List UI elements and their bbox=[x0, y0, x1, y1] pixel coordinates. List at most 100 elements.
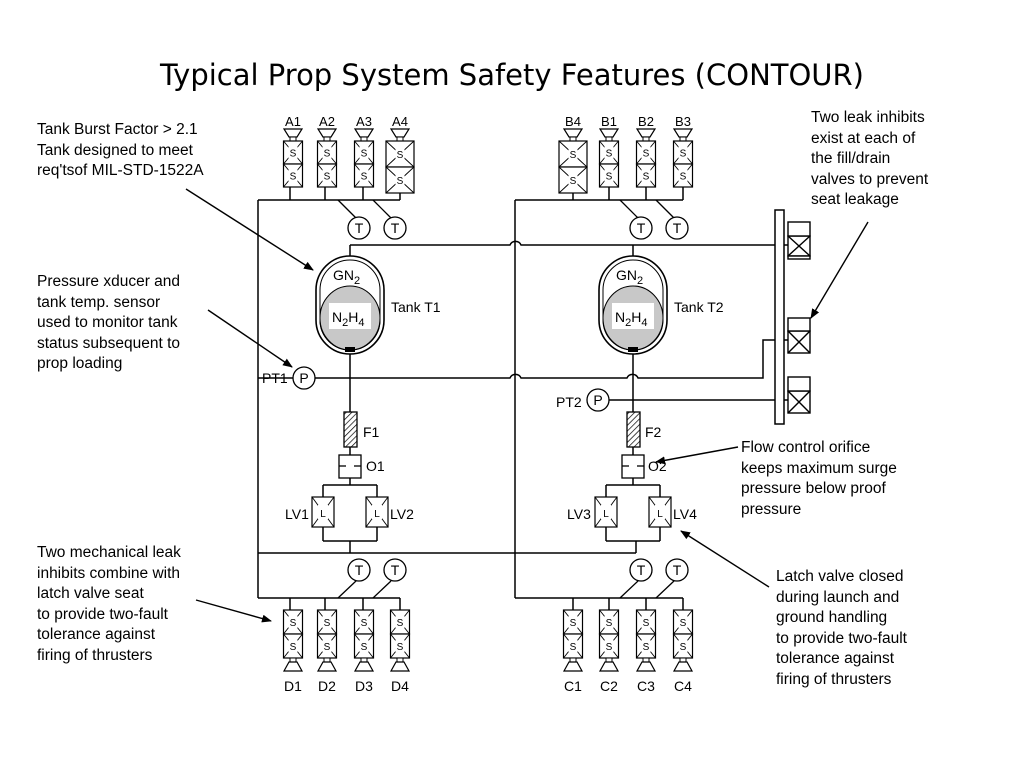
fill-drain-valve-1 bbox=[787, 221, 811, 260]
pt1-glyph: P bbox=[299, 370, 308, 386]
slide-title: Typical Prop System Safety Features (CON… bbox=[159, 58, 864, 92]
valve-glyph: S bbox=[290, 172, 297, 183]
valve-glyph: S bbox=[643, 172, 650, 183]
thruster-label: B2 bbox=[638, 114, 654, 129]
callout-arrows bbox=[185, 188, 869, 623]
valve-glyph: S bbox=[606, 618, 613, 629]
latch-glyph: L bbox=[320, 509, 326, 520]
temp-sensor-label: T bbox=[391, 220, 400, 236]
thruster-label: C2 bbox=[600, 678, 618, 694]
thruster-label: D2 bbox=[318, 678, 336, 694]
orifice-o1-label: O1 bbox=[366, 458, 385, 474]
temp-sensor-labels: T T T T T T T T bbox=[355, 220, 682, 578]
latch-valve-lv4: L bbox=[648, 496, 672, 528]
filter-f1-label: F1 bbox=[363, 424, 380, 440]
thruster-label: C4 bbox=[674, 678, 692, 694]
lv2-label: LV2 bbox=[390, 506, 414, 522]
pt2-glyph: P bbox=[593, 392, 602, 408]
tank-t1 bbox=[315, 255, 385, 355]
temp-sensor-label: T bbox=[355, 220, 364, 236]
valve-glyph: S bbox=[570, 618, 577, 629]
valve-glyph: S bbox=[361, 618, 368, 629]
latch-valve-lv2: L bbox=[365, 496, 389, 528]
thruster-label: B4 bbox=[565, 114, 581, 129]
valve-glyph: S bbox=[324, 618, 331, 629]
valve-glyph: S bbox=[680, 149, 687, 160]
valve-glyph: S bbox=[606, 149, 613, 160]
pt1-label: PT1 bbox=[262, 370, 288, 386]
note-tank-burst: Tank Burst Factor > 2.1 Tank designed to… bbox=[37, 121, 204, 180]
latch-glyph: L bbox=[657, 509, 663, 520]
valve-glyph: S bbox=[643, 618, 650, 629]
thruster-label: D1 bbox=[284, 678, 302, 694]
tank-t2-label: Tank T2 bbox=[674, 299, 724, 315]
thruster-a4: A4S S bbox=[385, 114, 415, 194]
valve-glyph: S bbox=[361, 172, 368, 183]
valve-glyph: S bbox=[680, 172, 687, 183]
latch-glyph: L bbox=[374, 509, 380, 520]
filter-f2-label: F2 bbox=[645, 424, 662, 440]
valve-glyph: S bbox=[290, 642, 297, 653]
pt2-label: PT2 bbox=[556, 394, 582, 410]
valve-glyph: S bbox=[397, 642, 404, 653]
fill-drain-valve-3 bbox=[787, 376, 811, 414]
tank-t1-propellant: N2H4 bbox=[332, 309, 365, 329]
thruster-label: B1 bbox=[601, 114, 617, 129]
plumbing-lines bbox=[257, 187, 780, 610]
note-latch-valve: Latch valve closed during launch and gro… bbox=[776, 568, 907, 688]
arrow-flow-orifice bbox=[655, 446, 739, 465]
fill-drain-valve-2 bbox=[787, 317, 811, 354]
valve-glyph: S bbox=[324, 149, 331, 160]
note-fill-drain: Two leak inhibits exist at each of the f… bbox=[811, 109, 929, 209]
thruster-label: C3 bbox=[637, 678, 655, 694]
valve-glyph: S bbox=[290, 618, 297, 629]
orifice-o1 bbox=[338, 454, 362, 479]
orifice-o2 bbox=[621, 454, 645, 479]
valve-glyph: S bbox=[290, 149, 297, 160]
valve-glyph: S bbox=[361, 149, 368, 160]
thruster-label: D3 bbox=[355, 678, 373, 694]
note-mech-leak: Two mechanical leak inhibits combine wit… bbox=[37, 544, 181, 664]
thruster-label: A4 bbox=[392, 114, 408, 129]
valve-glyph: S bbox=[397, 176, 404, 187]
valve-glyph: S bbox=[324, 642, 331, 653]
arrow-mech-leak bbox=[195, 599, 272, 623]
valve-glyph: S bbox=[397, 150, 404, 161]
valve-glyph: S bbox=[397, 618, 404, 629]
tank-t2-gas: GN2 bbox=[616, 267, 643, 287]
tank-t2 bbox=[598, 255, 668, 355]
tank-t2-propellant: N2H4 bbox=[615, 309, 648, 329]
temp-sensor-label: T bbox=[637, 562, 646, 578]
tank-t1-gas: GN2 bbox=[333, 267, 360, 287]
thruster-label: A1 bbox=[285, 114, 301, 129]
note-flow-orifice: Flow control orifice keeps maximum surge… bbox=[741, 439, 897, 518]
tank-t1-label: Tank T1 bbox=[391, 299, 441, 315]
temp-sensor-label: T bbox=[637, 220, 646, 236]
lv1-label: LV1 bbox=[285, 506, 309, 522]
arrow-pressure-xducer bbox=[207, 309, 293, 368]
latch-valve-lv3: L bbox=[594, 496, 618, 528]
filter-f2 bbox=[626, 411, 641, 448]
note-pressure-xducer: Pressure xducer and tank temp. sensor us… bbox=[37, 273, 181, 373]
valve-glyph: S bbox=[680, 618, 687, 629]
valve-glyph: S bbox=[570, 642, 577, 653]
valve-glyph: S bbox=[570, 150, 577, 161]
filter-f1 bbox=[343, 411, 358, 448]
pressure-transducer-pt1: P bbox=[292, 366, 316, 390]
thruster-label: D4 bbox=[391, 678, 409, 694]
lv3-label: LV3 bbox=[567, 506, 591, 522]
arrow-tank-burst bbox=[185, 188, 314, 271]
